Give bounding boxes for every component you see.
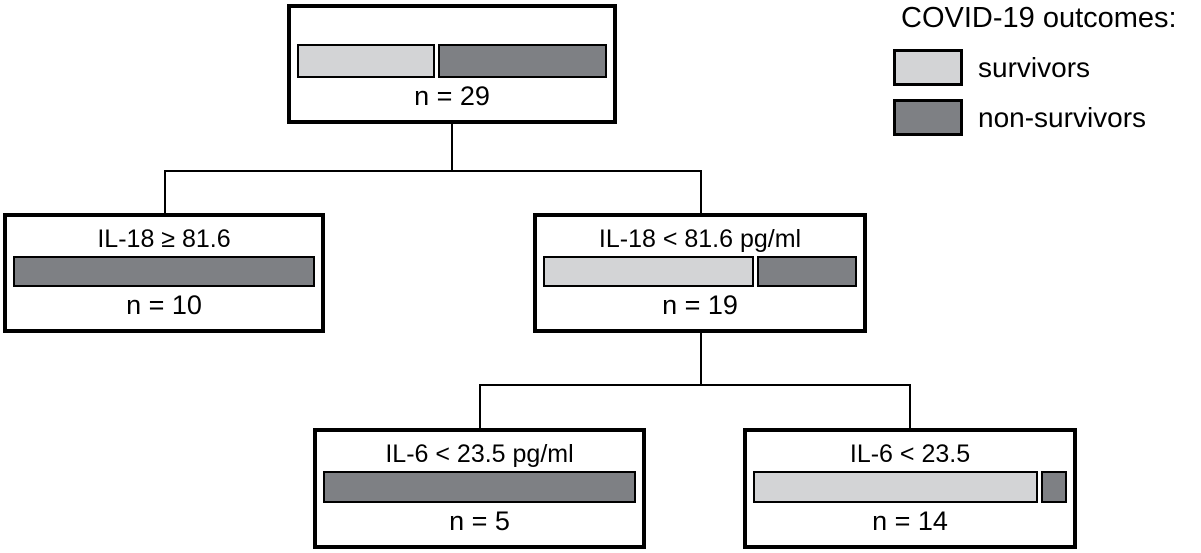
- legend: COVID-19 outcomes: survivors non-survivo…: [888, 0, 1201, 136]
- outcome-bar: [13, 256, 315, 287]
- connector-level1-crossbar: [164, 170, 702, 172]
- connector-root-stem: [451, 124, 453, 171]
- connector-level2-right-drop: [909, 384, 911, 429]
- tree-node-root: n = 29: [287, 4, 617, 124]
- tree-node-il6-nonsurvivors: IL-6 < 23.5 pg/ml n = 5: [313, 428, 646, 549]
- survivors-segment: [753, 471, 1039, 503]
- non-survivors-segment: [323, 471, 636, 503]
- non-survivors-segment: [438, 44, 607, 78]
- non-survivors-segment: [13, 256, 315, 287]
- node-count-label: n = 5: [449, 506, 510, 536]
- legend-label: non-survivors: [978, 101, 1147, 133]
- legend-label: survivors: [978, 51, 1091, 83]
- connector-il18low-stem: [700, 333, 702, 386]
- node-condition: IL-6 < 23.5 pg/ml: [385, 440, 574, 468]
- legend-title: COVID-19 outcomes:: [901, 2, 1177, 34]
- legend-item-survivors: survivors: [893, 49, 1201, 86]
- node-count-label: n = 10: [126, 290, 202, 320]
- legend-item-non-survivors: non-survivors: [893, 99, 1201, 136]
- tree-node-il18-low: IL-18 < 81.6 pg/ml n = 19: [533, 213, 867, 333]
- non-survivors-segment: [757, 256, 857, 287]
- non-survivors-segment: [1041, 471, 1067, 503]
- node-count-label: n = 19: [662, 290, 738, 320]
- connector-level2-crossbar: [479, 384, 911, 386]
- node-count-label: n = 14: [872, 506, 948, 536]
- survivors-segment: [543, 256, 755, 287]
- outcome-bar: [543, 256, 857, 287]
- tree-node-il6-survivors: IL-6 < 23.5 n = 14: [743, 428, 1077, 549]
- connector-level2-left-drop: [479, 384, 481, 429]
- node-condition: IL-6 < 23.5: [849, 440, 971, 468]
- survivors-swatch-icon: [893, 49, 963, 86]
- survivors-segment: [297, 44, 436, 78]
- node-condition: IL-18 ≥ 81.6: [97, 225, 231, 253]
- connector-level1-right-drop: [700, 170, 702, 214]
- node-condition: IL-18 < 81.6 pg/ml: [598, 225, 802, 253]
- node-condition: [297, 13, 607, 44]
- non-survivors-swatch-icon: [893, 99, 963, 136]
- tree-node-il18-high: IL-18 ≥ 81.6 n = 10: [3, 213, 325, 333]
- node-count-label: n = 29: [414, 81, 490, 111]
- outcome-bar: [753, 471, 1067, 503]
- outcome-bar: [297, 44, 607, 78]
- outcome-bar: [323, 471, 636, 503]
- connector-level1-left-drop: [164, 170, 166, 214]
